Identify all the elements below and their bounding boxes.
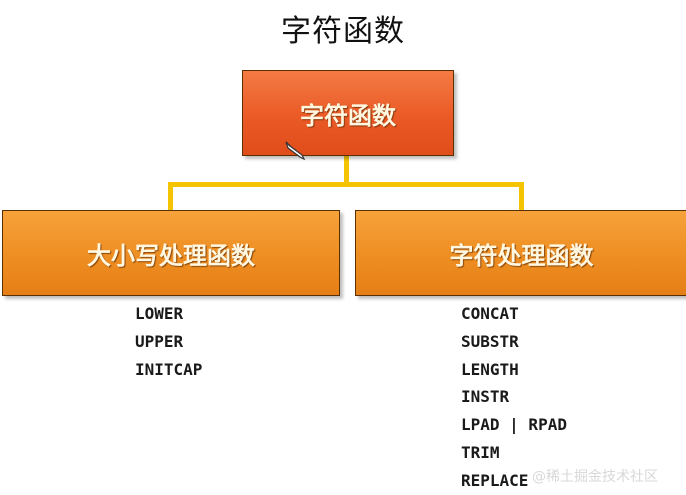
- list-item: TRIM: [461, 442, 500, 462]
- connector-right-stem: [519, 182, 524, 210]
- connector-left-stem: [168, 182, 173, 210]
- list-item: INSTR: [461, 387, 510, 407]
- connector-root-stem: [344, 154, 349, 184]
- root-node-label: 字符函数: [300, 101, 396, 130]
- list-item: SUBSTR: [461, 331, 519, 351]
- watermark: @稀土掘金技术社区: [532, 469, 658, 485]
- list-item: UPPER: [135, 331, 184, 351]
- case-functions-label: 大小写处理函数: [87, 241, 255, 270]
- case-functions-node: 大小写处理函数: [2, 210, 340, 296]
- list-item: REPLACE: [461, 470, 529, 490]
- char-functions-list: CONCAT SUBSTR LENGTH INSTR LPAD | RPAD T…: [461, 300, 567, 495]
- list-item: INITCAP: [135, 359, 203, 379]
- char-functions-label: 字符处理函数: [449, 241, 594, 270]
- char-functions-node: 字符处理函数: [355, 210, 686, 296]
- list-item: LPAD | RPAD: [461, 415, 567, 435]
- case-functions-list: LOWER UPPER INITCAP: [135, 300, 202, 383]
- root-node: 字符函数: [242, 70, 454, 156]
- list-item: LENGTH: [461, 359, 519, 379]
- list-item: LOWER: [135, 304, 184, 323]
- list-item: CONCAT: [461, 304, 519, 323]
- page-title: 字符函数: [281, 14, 405, 49]
- pen-cursor-icon: [285, 141, 306, 160]
- connector-horizontal: [168, 182, 524, 187]
